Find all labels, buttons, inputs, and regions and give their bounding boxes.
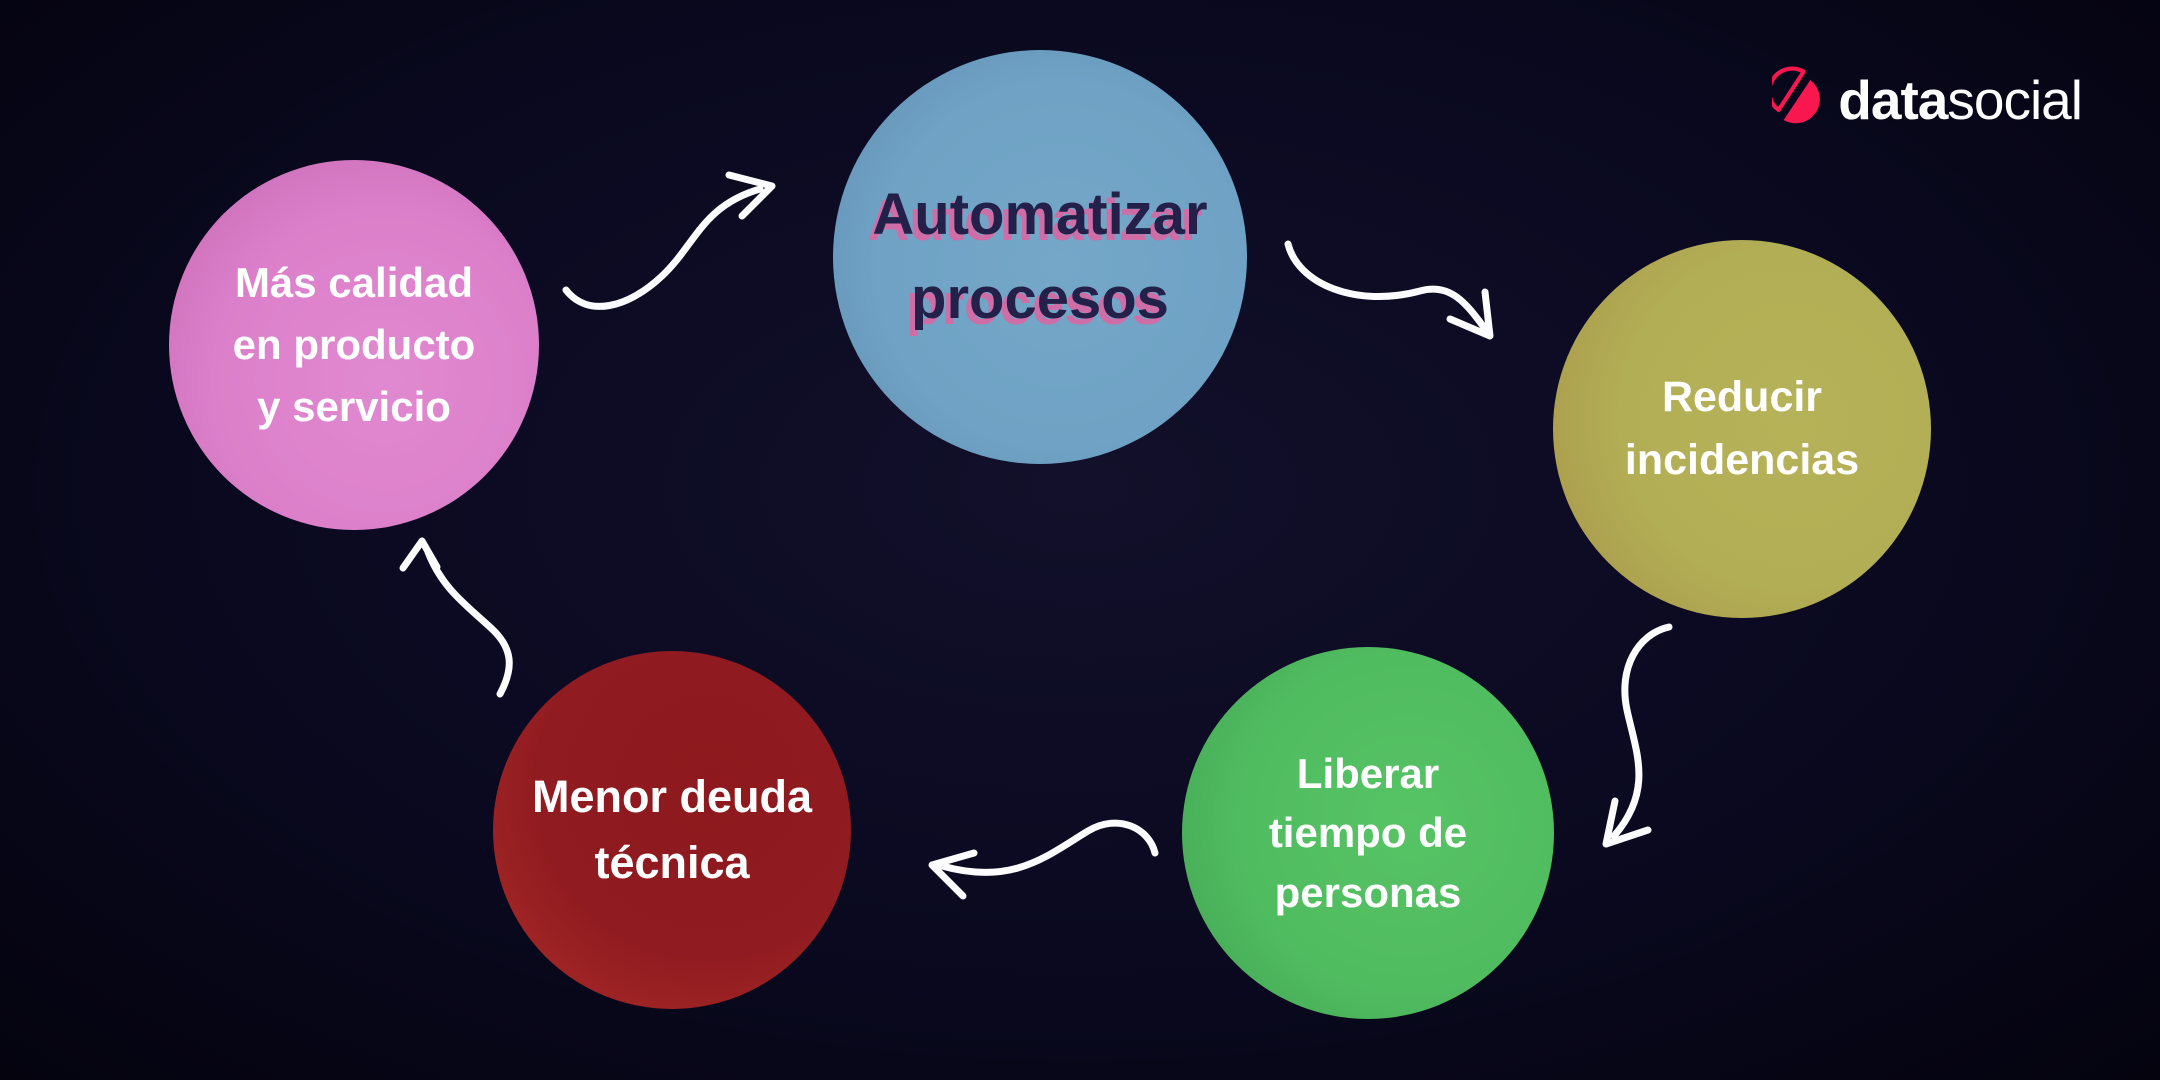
datasocial-wordmark: datasocial [1838,69,2083,131]
node-label: Liberar tiempo de personas [1268,749,1468,916]
node-mas-calidad: Más calidad en producto y servicio [169,160,539,530]
arrow-menor-to-calidad [399,537,513,698]
arrow-automatizar-to-reducir [1284,240,1494,340]
arrow-liberar-to-menor [928,819,1159,900]
node-automatizar-procesos: Automatizar procesos [833,50,1247,464]
arrow-reducir-to-liberar [1602,623,1673,848]
node-liberar-tiempo: Liberar tiempo de personas [1182,647,1554,1019]
node-menor-deuda: Menor deuda técnica [493,651,851,1009]
node-label: Automatizar procesos [872,181,1208,331]
node-label: Más calidad en producto y servicio [232,259,476,430]
split-circle-icon [1772,66,1821,124]
node-label: Menor deuda técnica [531,770,813,888]
arrow-calidad-to-automatizar [562,171,776,310]
node-label: Reducir incidencias [1624,372,1860,484]
datasocial-logo: datasocial [1772,66,2083,134]
node-reducir-incidencias: Reducir incidencias [1553,240,1931,618]
